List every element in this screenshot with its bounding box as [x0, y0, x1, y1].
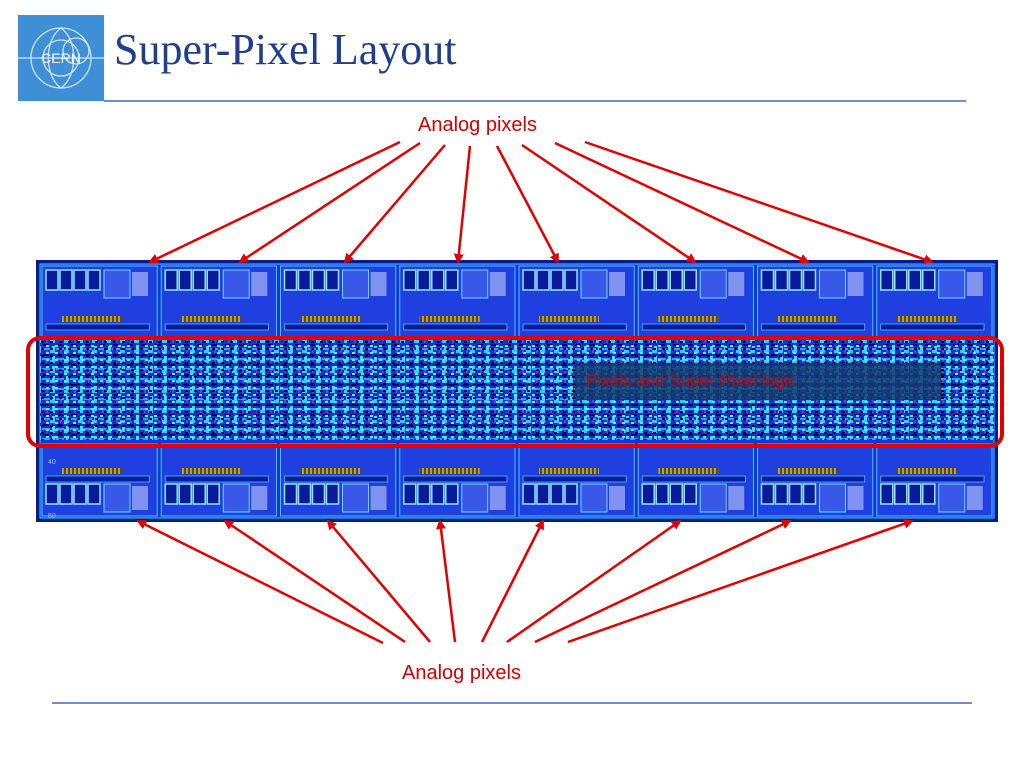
- analog-pixel-row-top: [41, 265, 993, 339]
- logic-region-label-box: Pixels and Super-Pixel logic: [575, 363, 941, 400]
- pointer-arrow: [148, 140, 401, 264]
- pointer-arrow: [480, 519, 545, 643]
- footer-divider: [52, 702, 972, 704]
- analog-pixel-cell: [160, 443, 277, 517]
- analog-pixel-cell: [160, 265, 277, 339]
- tick-number-50: 50: [48, 513, 56, 520]
- analog-pixel-cell: [518, 443, 635, 517]
- analog-pixel-cell: [280, 265, 397, 339]
- slide-title: Super-Pixel Layout: [114, 25, 457, 74]
- analog-pixel-cell: [757, 265, 874, 339]
- analog-pixel-cell: [637, 443, 754, 517]
- logic-region-highlight: [26, 336, 1004, 448]
- logic-region-label: Pixels and Super-Pixel logic: [586, 371, 797, 390]
- analog-pixel-cell: [518, 265, 635, 339]
- pointer-arrow: [521, 143, 697, 264]
- pointer-arrow: [136, 519, 384, 645]
- analog-pixel-row-bottom: [41, 443, 993, 517]
- pointer-arrow: [554, 141, 810, 264]
- analog-pixel-cell: [757, 443, 874, 517]
- pointer-arrow: [436, 519, 457, 643]
- label-analog-pixels-top: Analog pixels: [418, 114, 537, 136]
- analog-pixel-cell: [399, 443, 516, 517]
- pointer-arrow: [584, 140, 934, 265]
- title-divider: [104, 100, 966, 102]
- analog-pixel-cell: [876, 265, 993, 339]
- analog-pixel-cell: [41, 265, 158, 339]
- pointer-arrow: [506, 519, 682, 644]
- logo-text: CERN: [41, 50, 81, 66]
- analog-pixel-cell: [399, 265, 516, 339]
- analog-pixel-cell: [876, 443, 993, 517]
- pointer-arrow: [495, 145, 560, 264]
- pointer-arrow: [453, 145, 472, 264]
- pointer-arrow: [534, 519, 792, 644]
- tick-number-40: 40: [48, 459, 56, 466]
- pointer-arrow: [326, 519, 431, 643]
- analog-pixel-cell: [280, 443, 397, 517]
- pointer-arrow: [238, 141, 421, 264]
- cern-logo: CERN: [18, 15, 104, 101]
- pointer-arrow: [343, 144, 446, 264]
- pointer-arrow: [223, 519, 406, 644]
- label-analog-pixels-bottom: Analog pixels: [402, 662, 521, 684]
- pointer-arrow: [567, 518, 914, 644]
- analog-pixel-cell: [637, 265, 754, 339]
- analog-pixel-cell: [41, 443, 158, 517]
